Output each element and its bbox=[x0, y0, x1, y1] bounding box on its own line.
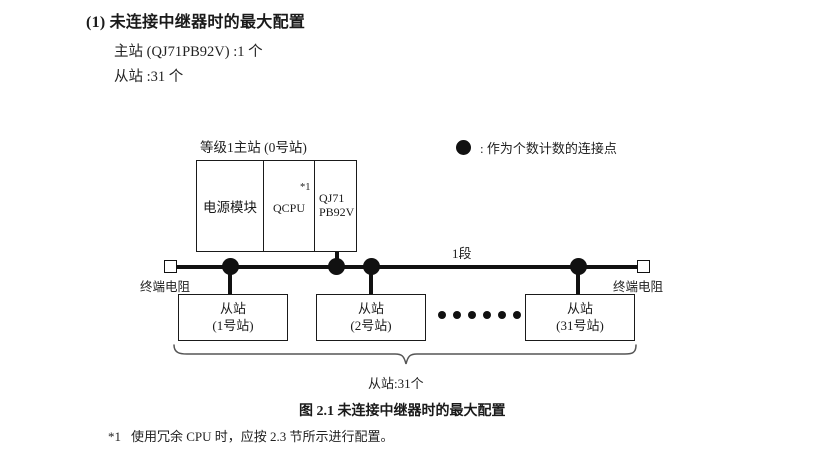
master-station-title: 等级1主站 (0号站) bbox=[200, 140, 307, 155]
ellipsis-dot bbox=[453, 311, 461, 319]
slave-station-box-1: 从站 (1号站) bbox=[178, 294, 288, 341]
ellipsis-dot bbox=[513, 311, 521, 319]
slave-31-line1: 从站 bbox=[566, 301, 593, 317]
terminator-right-icon bbox=[637, 260, 650, 273]
ellipsis-dot bbox=[468, 311, 476, 319]
slave-station-box-2: 从站 (2号站) bbox=[316, 294, 426, 341]
qj71pb92v-label-line1: QJ71 bbox=[319, 191, 345, 206]
bus-line bbox=[172, 265, 642, 269]
master-station-box: 电源模块 QCPU *1 QJ71 PB92V bbox=[196, 160, 357, 252]
slave-group-brace bbox=[170, 344, 640, 375]
slave2-drop-line bbox=[369, 267, 373, 295]
slave-2-line1: 从站 bbox=[357, 301, 384, 317]
qj71pb92v-label: QJ71 PB92V bbox=[319, 191, 355, 220]
segment-label: 1段 bbox=[452, 246, 472, 261]
figure-caption: 图 2.1 未连接中继器时的最大配置 bbox=[299, 404, 506, 419]
section-heading: (1)未连接中继器时的最大配置 bbox=[86, 8, 305, 32]
slave-group-label: 从站:31个 bbox=[368, 376, 424, 391]
qcpu-label: QCPU bbox=[272, 200, 305, 215]
connection-dot-slave1 bbox=[222, 258, 239, 275]
section-number: (1) bbox=[86, 14, 106, 31]
section-title: 未连接中继器时的最大配置 bbox=[109, 14, 306, 31]
brace-icon bbox=[173, 344, 637, 365]
connection-dot-slave2 bbox=[363, 258, 380, 275]
power-module-cell: 电源模块 bbox=[197, 161, 263, 251]
slave31-drop-line bbox=[576, 267, 580, 295]
ellipsis-dots bbox=[438, 311, 521, 319]
spec-master-count: 主站 (QJ71PB92V) :1 个 bbox=[114, 44, 263, 60]
connection-dot-master bbox=[328, 258, 345, 275]
terminator-left-icon bbox=[164, 260, 177, 273]
legend-label: : 作为个数计数的连接点 bbox=[480, 141, 617, 156]
ellipsis-dot bbox=[438, 311, 446, 319]
footnote-text: 使用冗余 CPU 时，应按 2.3 节所示进行配置。 bbox=[131, 429, 394, 444]
connection-point-icon bbox=[456, 140, 471, 155]
slave1-drop-line bbox=[228, 267, 232, 295]
qj71pb92v-label-line2: PB92V bbox=[319, 205, 355, 219]
qcpu-footnote-mark: *1 bbox=[300, 182, 311, 193]
power-module-label: 电源模块 bbox=[203, 200, 257, 215]
slave-1-line1: 从站 bbox=[219, 301, 246, 317]
terminator-left-label: 终端电阻 bbox=[140, 280, 191, 294]
terminator-right-label: 终端电阻 bbox=[613, 280, 664, 294]
slave-1-line2: (1号站) bbox=[212, 317, 254, 333]
ellipsis-dot bbox=[483, 311, 491, 319]
footnote-mark: *1 bbox=[108, 429, 121, 444]
qj71pb92v-cell: QJ71 PB92V bbox=[314, 161, 358, 251]
slave-station-box-31: 从站 (31号站) bbox=[525, 294, 635, 341]
slave-31-line2: (31号站) bbox=[556, 317, 604, 333]
footnote: *1 使用冗余 CPU 时，应按 2.3 节所示进行配置。 bbox=[108, 426, 394, 445]
qcpu-cell: QCPU *1 bbox=[263, 161, 314, 251]
connection-dot-slave31 bbox=[570, 258, 587, 275]
slave-2-line2: (2号站) bbox=[350, 317, 392, 333]
ellipsis-dot bbox=[498, 311, 506, 319]
spec-slave-count: 从站 :31 个 bbox=[114, 69, 184, 85]
legend: : 作为个数计数的连接点 bbox=[456, 138, 617, 157]
